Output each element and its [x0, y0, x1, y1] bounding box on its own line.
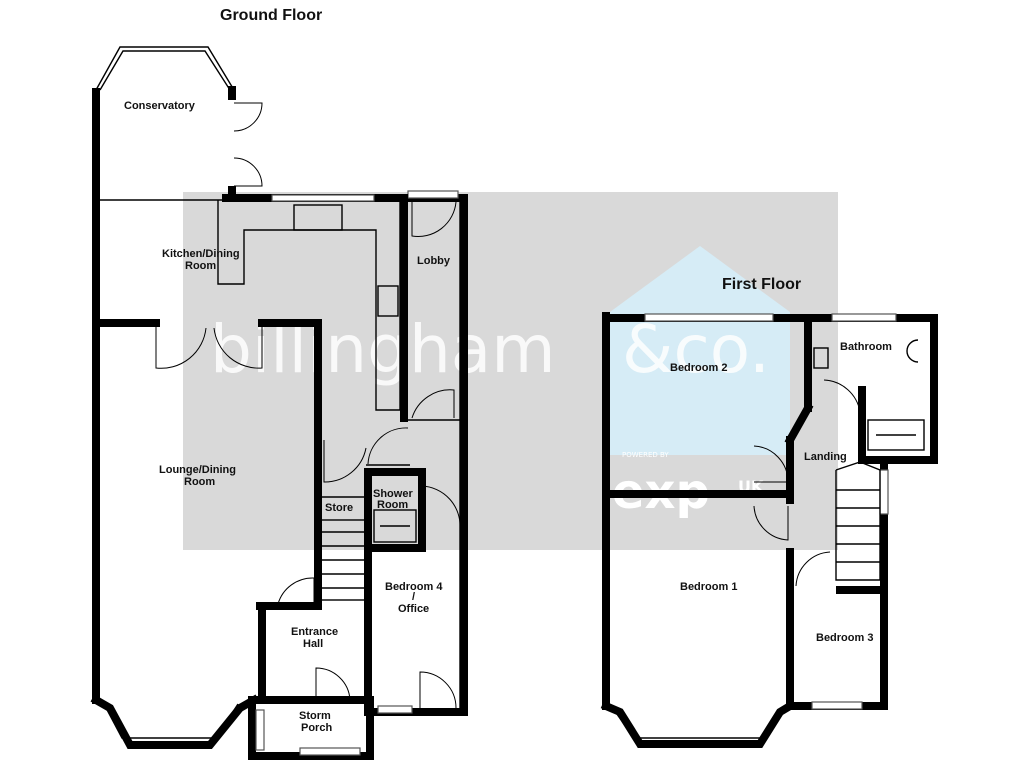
- first-floor-title: First Floor: [722, 276, 801, 293]
- ground-stairs: [317, 519, 367, 601]
- bathroom-door: [823, 379, 861, 413]
- lounge-bay-wall: [90, 694, 260, 749]
- conservatory-post: [228, 86, 236, 100]
- lobby-inner-door: [411, 389, 455, 419]
- lounge-bay-glazing: [103, 703, 239, 739]
- lounge-label-line1: Lounge/Dining: [159, 464, 236, 476]
- ground-floor-title: Ground Floor: [220, 7, 322, 24]
- bedroom2-door: [753, 445, 789, 483]
- porch-inner-door: [315, 667, 351, 701]
- store-door: [323, 440, 367, 483]
- lobby-door-frame: [407, 190, 459, 199]
- bedroom1-door: [753, 505, 789, 541]
- bedroom2-window: [644, 313, 774, 322]
- bedroom4-label-line2: /: [412, 591, 415, 603]
- bedroom3-label: Bedroom 3: [816, 632, 873, 644]
- shower-label-line2: Room: [377, 499, 408, 511]
- conservatory-post-bottom: [228, 186, 236, 198]
- ground-floor-plan: [90, 46, 468, 760]
- bedroom1-label: Bedroom 1: [680, 581, 737, 593]
- shower-door: [421, 485, 461, 529]
- bedroom2-basin: [813, 347, 829, 369]
- watermark-brand-suffix: &co.: [622, 311, 770, 388]
- bedroom1-bay-wall: [600, 700, 796, 748]
- conservatory-glazing: [95, 46, 235, 91]
- hall-label-line2: Hall: [303, 638, 323, 650]
- hall-door-lobby: [367, 427, 409, 465]
- lounge-door-right: [213, 323, 263, 369]
- porch-label-line1: Storm: [299, 710, 331, 722]
- first-floor-stairs: [835, 461, 881, 581]
- hall-door: [277, 577, 315, 605]
- bath-tub: [867, 419, 925, 451]
- bedroom4-label-line1: Bedroom 4: [385, 581, 443, 593]
- watermark-powered-by: POWERED BY: [622, 451, 669, 459]
- first-floor-plan: [600, 312, 938, 748]
- bedroom2-diag: [784, 402, 814, 446]
- bedroom3-window: [811, 701, 863, 710]
- conservatory-door-bottom: [233, 157, 263, 187]
- shower-tray: [373, 509, 417, 543]
- kitchen-label-line1: Kitchen/Dining: [162, 248, 240, 260]
- porch-walls: [248, 696, 374, 760]
- porch-window-bottom: [299, 747, 361, 756]
- bathroom-window: [831, 313, 897, 322]
- kitchen-label-line2: Room: [185, 260, 216, 272]
- conservatory-label: Conservatory: [124, 100, 196, 112]
- shower-label-line1: Shower: [373, 488, 413, 500]
- lobby-door: [411, 201, 457, 237]
- bedroom4-window: [377, 705, 413, 714]
- conservatory-door-top: [233, 102, 263, 132]
- bathroom-label: Bathroom: [840, 341, 892, 353]
- bedroom4-label-line3: Office: [398, 603, 429, 615]
- kitchen-sink: [293, 204, 343, 231]
- lobby-label: Lobby: [417, 255, 451, 267]
- landing-label: Landing: [804, 451, 847, 463]
- shower-room-walls: [364, 468, 426, 552]
- hall-label-line1: Entrance: [291, 626, 338, 638]
- porch-label-line2: Porch: [301, 722, 332, 734]
- landing-window: [879, 469, 889, 515]
- conservatory-glazing-inner: [99, 50, 231, 91]
- store-label: Store: [325, 502, 353, 514]
- lounge-door-left: [155, 323, 207, 369]
- kitchen-hob: [377, 285, 399, 317]
- watermark-house-shape: [610, 246, 790, 455]
- kitchen-window: [271, 194, 375, 202]
- bedroom2-label: Bedroom 2: [670, 362, 727, 374]
- lounge-label-line2: Room: [184, 476, 215, 488]
- toilet: [906, 339, 919, 363]
- porch-window-left: [255, 709, 265, 751]
- bedroom1-bay-glazing: [613, 709, 785, 739]
- bedroom4-door: [419, 671, 457, 709]
- bedroom3-door: [795, 551, 831, 587]
